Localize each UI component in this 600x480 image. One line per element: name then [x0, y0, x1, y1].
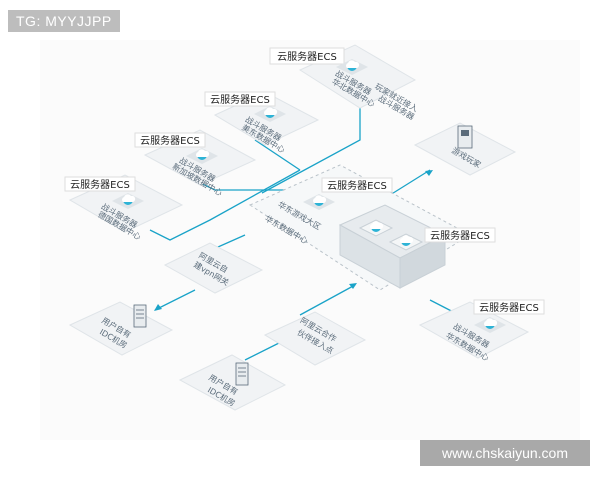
ecs-singapore-label: 云服务器ECS [140, 134, 200, 147]
node-vpn-gateway: 阿里云自 建vpn网关 [163, 242, 264, 294]
line-player [389, 169, 431, 196]
arrow-partner [349, 283, 357, 289]
server-icon [303, 194, 335, 210]
node-idc-top: 用户自有 IDC机房 [68, 301, 174, 356]
node-ecs-north: 云服务器ECS 战斗服务器 华北数据中心 [269, 44, 417, 109]
server-rack-icon [235, 362, 249, 386]
ecs-europe-label: 云服务器ECS [70, 178, 130, 191]
server-icon [474, 317, 506, 333]
node-partner-access: 阿里云合作 伙伴接入点 [263, 311, 367, 366]
watermark-bottom-right: www.chskaiyun.com [420, 440, 590, 466]
server-icon [186, 148, 218, 164]
player-terminal-icon [457, 125, 473, 149]
cluster-server-icons [358, 219, 424, 251]
ecs-south-label: 云服务器ECS [479, 301, 539, 314]
server-icon [112, 193, 144, 209]
ecs-west-label: 云服务器ECS [210, 93, 270, 106]
line-north [261, 108, 361, 194]
server-icon [254, 106, 286, 122]
line-europe [149, 169, 301, 241]
line-idc-top [154, 289, 196, 311]
ecs-cluster-label: 云服务器ECS [430, 229, 490, 242]
arrow-player [425, 170, 433, 176]
ecs-region-label: 云服务器ECS [327, 179, 387, 192]
node-player: 游戏玩家 [413, 122, 517, 176]
line-partner [299, 284, 356, 316]
server-icon [336, 59, 368, 75]
watermark-top-left: TG: MYYJJPP [8, 10, 120, 32]
server-rack-icon [133, 304, 147, 328]
node-idc-bottom: 用户自有 IDC机房 [178, 354, 287, 411]
arrow-idc-top [154, 304, 162, 311]
line-west [254, 139, 301, 171]
node-ecs-south: 云服务器ECS 战斗服务器 华东数据中心 [418, 299, 545, 363]
node-ecs-cluster: 云服务器ECS [338, 204, 496, 289]
ecs-label-box [269, 47, 345, 65]
node-ecs-singapore: 云服务器ECS 战斗服务器 新加坡数据中心 [134, 129, 257, 198]
ecs-north-label: 云服务器ECS [277, 50, 337, 63]
node-ecs-europe: 云服务器ECS 战斗服务器 德国数据中心 [64, 174, 184, 242]
arrowheads [154, 170, 433, 311]
